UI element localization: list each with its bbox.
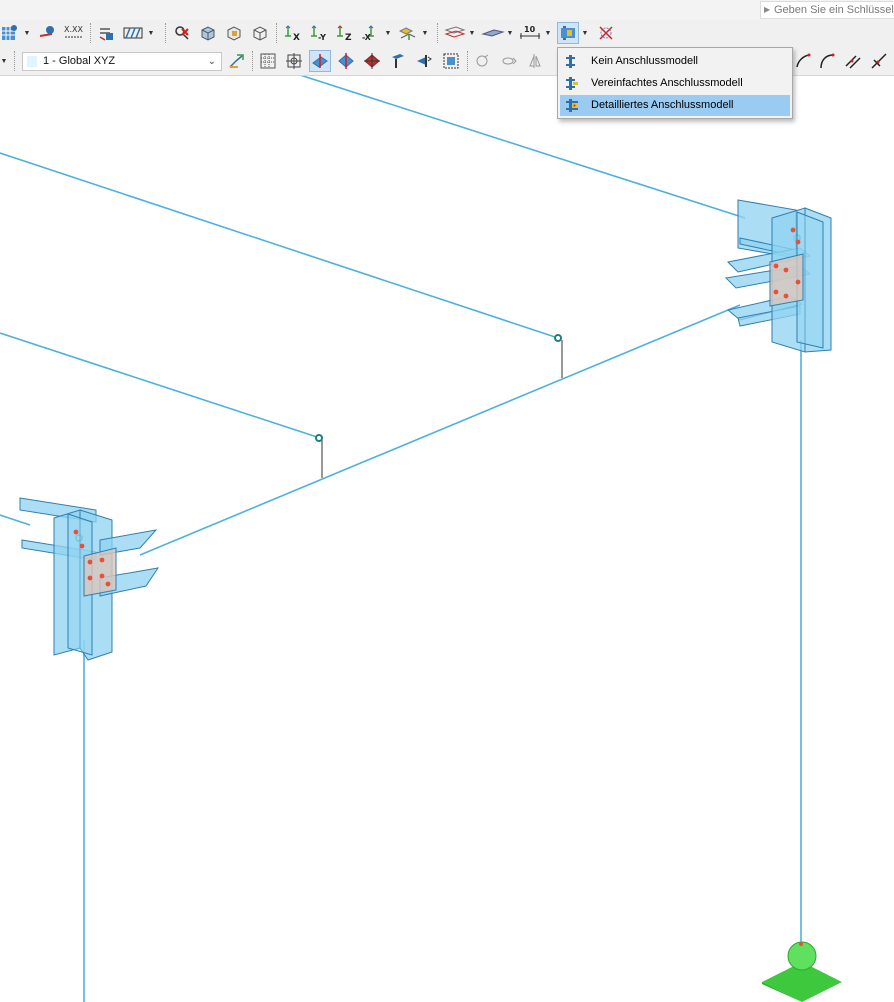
- connection-model-icon[interactable]: [557, 22, 579, 44]
- menu-item-kein-anschlussmodell[interactable]: Kein Anschlussmodell: [560, 51, 790, 72]
- toolbar-separator: [437, 23, 439, 43]
- dropdown-arrow-icon[interactable]: ▼: [384, 29, 392, 37]
- solid-view-icon[interactable]: [198, 23, 218, 43]
- snap-surface-icon[interactable]: [336, 51, 356, 71]
- connection-detail-icon[interactable]: [596, 23, 616, 43]
- support-icon[interactable]: [762, 941, 842, 1002]
- svg-text:10: 10: [524, 25, 536, 34]
- menu-item-label: Detailliertes Anschlussmodell: [591, 99, 734, 111]
- menu-item-detailliertes-anschlussmodell[interactable]: Detailliertes Anschlussmodell: [560, 95, 790, 116]
- chevron-down-icon[interactable]: ⌄: [207, 56, 216, 67]
- snap-solid-icon[interactable]: [362, 51, 382, 71]
- dropdown-arrow-icon[interactable]: ▼: [506, 29, 514, 37]
- dropdown-arrow-icon[interactable]: ▼: [0, 57, 8, 65]
- connection-model-menu: Kein Anschlussmodell Vereinfachtes Ansch…: [557, 47, 793, 119]
- parallel-icon[interactable]: [843, 51, 863, 71]
- grid-display-icon[interactable]: [0, 23, 20, 43]
- snap-area-icon[interactable]: [414, 51, 434, 71]
- dropdown-arrow-icon[interactable]: ▼: [147, 29, 155, 37]
- move-icon[interactable]: [499, 51, 519, 71]
- section-plane-icon[interactable]: [443, 23, 467, 43]
- dropdown-arrow-icon[interactable]: ▼: [468, 29, 476, 37]
- view-coordinate-select[interactable]: 1 - Global XYZ ⌄: [22, 52, 222, 71]
- cross-line-icon[interactable]: [869, 51, 889, 71]
- numbering-icon[interactable]: X.XX: [63, 23, 87, 43]
- search-input[interactable]: ▶ Geben Sie ein Schlüssel: [760, 1, 894, 19]
- toolbar-separator: [165, 23, 167, 43]
- view-minus-y-icon[interactable]: -Y: [309, 23, 329, 43]
- dropdown-arrow-icon[interactable]: ▼: [23, 29, 31, 37]
- detailed-connection-icon: [565, 98, 580, 113]
- dropdown-arrow-icon[interactable]: ▼: [544, 29, 552, 37]
- menu-item-label: Vereinfachtes Anschlussmodell: [591, 77, 743, 89]
- toolbar-separator: [252, 51, 254, 71]
- surface-display-icon[interactable]: [481, 23, 505, 43]
- dropdown-arrow-icon[interactable]: ▼: [581, 29, 589, 37]
- result-probe-icon[interactable]: [37, 23, 57, 43]
- toolbar-separator: [467, 51, 469, 71]
- connection-left[interactable]: [19, 497, 160, 661]
- curve-icon[interactable]: [817, 51, 837, 71]
- toolbar-row-1: ▼ X.XX ▼ X -Y Z -X ▼ ▼ ▼: [0, 20, 894, 47]
- iso-view-icon[interactable]: [398, 23, 418, 43]
- dropdown-arrow-icon[interactable]: ▼: [421, 29, 429, 37]
- render-options-icon[interactable]: [96, 23, 116, 43]
- toolbar-separator: [276, 23, 278, 43]
- toolbar-separator: [90, 23, 92, 43]
- view-z-icon[interactable]: Z: [335, 23, 355, 43]
- delete-icon[interactable]: [172, 23, 192, 43]
- snap-frame-icon[interactable]: [441, 51, 461, 71]
- hanger-posts: [321, 340, 563, 478]
- no-connection-icon: [565, 54, 580, 69]
- snap-edge-icon[interactable]: [388, 51, 408, 71]
- svg-text:-Y: -Y: [318, 33, 326, 42]
- grid-icon[interactable]: [258, 51, 278, 71]
- svg-text:Z: Z: [345, 33, 352, 42]
- bolts-left: [73, 529, 111, 587]
- surface-hatch-icon[interactable]: [122, 23, 146, 43]
- hinge-markers: [75, 234, 801, 542]
- svg-text:X.XX: X.XX: [64, 25, 84, 34]
- expand-arrow-icon[interactable]: ▶: [764, 5, 771, 14]
- view-x-icon[interactable]: X: [283, 23, 303, 43]
- color-swatch: [27, 56, 37, 67]
- menu-item-label: Kein Anschlussmodell: [591, 55, 699, 67]
- bolts-right: [773, 227, 801, 299]
- menu-item-vereinfachtes-anschlussmodell[interactable]: Vereinfachtes Anschlussmodell: [560, 73, 790, 94]
- member-lines: [0, 74, 802, 1002]
- svg-text:-X: -X: [362, 33, 372, 42]
- snap-node-icon[interactable]: [284, 51, 304, 71]
- transparent-view-icon[interactable]: [224, 23, 244, 43]
- toolbar-separator: [14, 51, 16, 71]
- arc-icon[interactable]: [793, 51, 813, 71]
- snap-member-icon[interactable]: [309, 50, 331, 72]
- wireframe-view-icon[interactable]: [250, 23, 270, 43]
- simplified-connection-icon: [565, 76, 580, 91]
- view-minus-x-icon[interactable]: -X: [361, 23, 381, 43]
- mirror-icon[interactable]: [525, 51, 545, 71]
- connection-right[interactable]: [724, 199, 832, 353]
- view-coordinate-value: 1 - Global XYZ: [43, 55, 116, 67]
- svg-text:X: X: [293, 33, 300, 42]
- search-placeholder: Geben Sie ein Schlüssel: [774, 4, 894, 16]
- title-strip: ▶ Geben Sie ein Schlüssel: [0, 0, 894, 20]
- dimension-icon[interactable]: 10: [518, 23, 542, 43]
- coordinate-system-icon[interactable]: [226, 51, 246, 71]
- rotate-icon[interactable]: [473, 51, 493, 71]
